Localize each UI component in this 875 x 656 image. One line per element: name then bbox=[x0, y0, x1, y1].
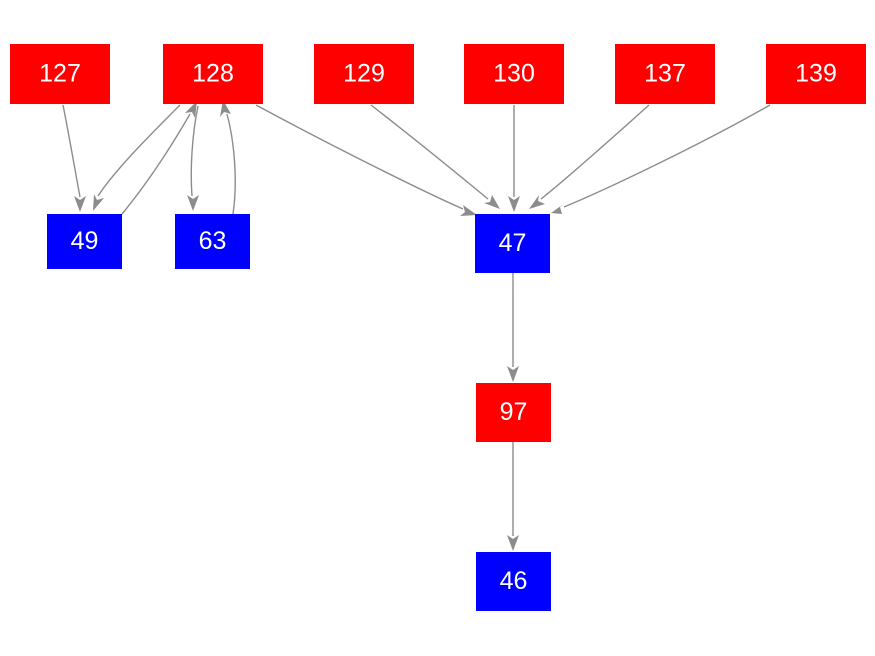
graph-node-127[interactable]: 127 bbox=[10, 44, 110, 104]
node-rect[interactable] bbox=[476, 552, 551, 611]
node-rect[interactable] bbox=[314, 44, 414, 104]
edge-139-to-47 bbox=[551, 104, 771, 214]
graph-node-49[interactable]: 49 bbox=[47, 214, 122, 269]
node-rect[interactable] bbox=[163, 44, 263, 104]
arrowhead-icon bbox=[74, 196, 86, 212]
arrowhead-icon bbox=[507, 535, 519, 551]
graph-node-139[interactable]: 139 bbox=[766, 44, 866, 104]
edge-130-to-47 bbox=[508, 105, 520, 212]
edge-line bbox=[255, 104, 464, 210]
node-rect[interactable] bbox=[10, 44, 110, 104]
node-rect[interactable] bbox=[766, 44, 866, 104]
arrowhead-icon bbox=[529, 195, 545, 209]
arrowhead-icon bbox=[484, 195, 500, 209]
graph-node-46[interactable]: 46 bbox=[476, 552, 551, 611]
edge-line bbox=[563, 104, 771, 208]
edge-137-to-47 bbox=[529, 104, 650, 209]
node-rect[interactable] bbox=[475, 214, 550, 273]
arrowhead-icon bbox=[220, 100, 231, 117]
arrowhead-icon bbox=[93, 194, 104, 211]
graph-node-129[interactable]: 129 bbox=[314, 44, 414, 104]
arrowhead-icon bbox=[551, 203, 565, 214]
arrowhead-icon bbox=[460, 205, 477, 216]
edge-line bbox=[370, 104, 489, 200]
edge-128-to-63 bbox=[187, 105, 199, 211]
graph-node-137[interactable]: 137 bbox=[615, 44, 715, 104]
edge-line bbox=[62, 104, 81, 198]
graph-node-128[interactable]: 128 bbox=[163, 44, 263, 104]
graph-node-47[interactable]: 47 bbox=[475, 214, 550, 273]
edge-129-to-47 bbox=[370, 104, 500, 209]
node-layer: 127 128 129 130 137 139 49 63 47 97 46 bbox=[10, 44, 866, 611]
edge-line bbox=[97, 104, 181, 197]
graph-node-130[interactable]: 130 bbox=[464, 44, 564, 104]
node-rect[interactable] bbox=[175, 214, 250, 269]
edge-63-to-128 bbox=[220, 100, 236, 215]
node-rect[interactable] bbox=[464, 44, 564, 104]
edge-49-to-128 bbox=[121, 101, 197, 215]
arrowhead-icon bbox=[185, 101, 197, 118]
edge-line bbox=[540, 104, 650, 200]
arrowhead-icon bbox=[187, 195, 199, 211]
edge-line bbox=[226, 113, 236, 215]
arrowhead-icon bbox=[508, 196, 520, 212]
edge-line bbox=[190, 105, 199, 197]
edge-128-to-47 bbox=[255, 104, 477, 216]
node-rect[interactable] bbox=[476, 383, 551, 442]
edge-layer bbox=[62, 100, 771, 551]
arrowhead-icon bbox=[507, 366, 519, 382]
edge-128-to-49 bbox=[93, 104, 181, 211]
edge-127-to-49 bbox=[62, 104, 86, 212]
node-rect[interactable] bbox=[47, 214, 122, 269]
graph-node-97[interactable]: 97 bbox=[476, 383, 551, 442]
edge-47-to-97 bbox=[507, 273, 519, 382]
edge-line bbox=[121, 113, 191, 215]
edge-97-to-46 bbox=[507, 442, 519, 551]
graph-node-63[interactable]: 63 bbox=[175, 214, 250, 269]
node-rect[interactable] bbox=[615, 44, 715, 104]
